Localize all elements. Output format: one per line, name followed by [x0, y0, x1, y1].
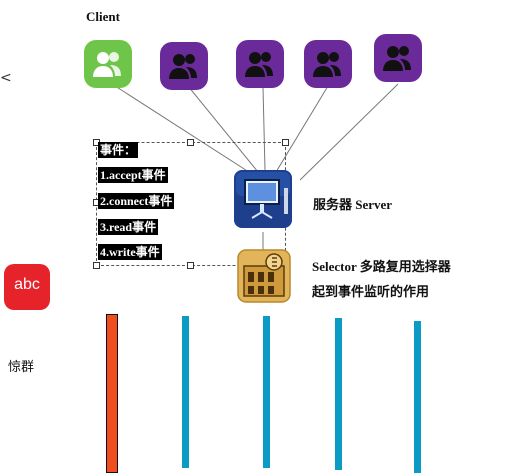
- selector-icon: [236, 248, 292, 304]
- users-icon: [93, 52, 121, 77]
- thread-bar-idle: [263, 316, 270, 468]
- event-read: 3.read事件: [98, 219, 159, 235]
- selector-label-line2: 起到事件监听的作用: [312, 284, 430, 299]
- selection-handle: [187, 139, 194, 146]
- thread-bar-idle: [335, 318, 342, 470]
- client-icon-4: [304, 40, 352, 88]
- selection-handle: [187, 262, 194, 269]
- events-heading: 事件：: [98, 142, 139, 158]
- connector-client-1: [111, 83, 253, 175]
- client-icon-1: [84, 40, 132, 88]
- connector-client-4: [275, 85, 329, 173]
- client-label: Client: [86, 9, 120, 24]
- client-icon-5: [374, 34, 422, 82]
- thread-bar-active: [106, 314, 118, 473]
- client-icon-2: [160, 42, 208, 90]
- users-icon: [245, 52, 273, 77]
- selection-handle: [93, 262, 100, 269]
- connector-client-3: [262, 86, 266, 171]
- server-icon: [232, 168, 294, 230]
- side-caption: 惊群: [8, 360, 35, 375]
- client-icon-3: [236, 40, 284, 88]
- thread-bar-idle: [182, 316, 189, 468]
- connector-client-5: [299, 83, 399, 181]
- event-write: 4.write事件: [98, 244, 162, 260]
- users-icon: [313, 52, 341, 77]
- event-connect: 2.connect事件: [98, 193, 175, 209]
- selector-label-line1: Selector 多路复用选择器: [312, 259, 451, 274]
- users-icon: [169, 54, 197, 79]
- abc-logo-text: abc: [14, 276, 40, 293]
- connector-client-2: [187, 85, 259, 173]
- users-icon: [383, 46, 411, 71]
- abc-logo-icon: abc: [4, 264, 50, 310]
- selection-handle: [282, 139, 289, 146]
- thread-bar-idle: [414, 321, 421, 473]
- event-accept: 1.accept事件: [98, 167, 168, 183]
- server-label: 服务器 Server: [313, 197, 393, 212]
- left-bracket: <: [0, 70, 12, 86]
